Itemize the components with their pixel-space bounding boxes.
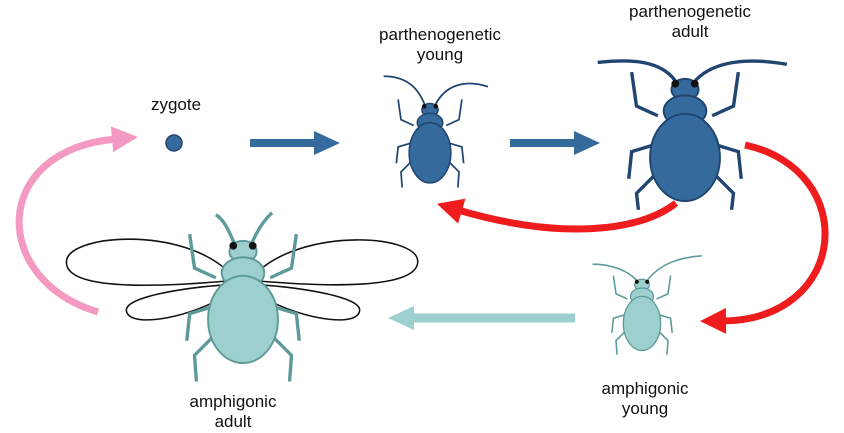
aphid-amphigonic-young-icon	[592, 255, 702, 355]
label-parthenogenetic-young-line2: young	[416, 45, 464, 64]
label-parthenogenetic-adult: parthenogenetic adult	[615, 2, 765, 42]
label-zygote: zygote	[146, 95, 206, 115]
label-amphigonic-young-line2: young	[621, 399, 669, 418]
label-parthenogenetic-young: parthenogenetic young	[365, 25, 515, 65]
aphid-parthenogenetic-adult-icon	[597, 59, 788, 211]
label-amphigonic-adult: amphigonic adult	[173, 392, 293, 432]
aphid-amphigonic-adult-winged-icon	[65, 211, 419, 382]
label-amphigonic-adult-line1: amphigonic	[189, 392, 277, 411]
label-amphigonic-adult-line2: adult	[214, 412, 252, 431]
arrow-adult-back-to-parthenogenetic-young	[436, 198, 679, 233]
label-amphigonic-young-line1: amphigonic	[601, 379, 689, 398]
label-parthenogenetic-adult-line2: adult	[671, 22, 709, 41]
label-amphigonic-young: amphigonic young	[585, 379, 705, 419]
aphid-parthenogenetic-young-icon	[383, 75, 489, 188]
arrow-amphigonic-adult-to-zygote	[15, 126, 138, 316]
label-zygote-text: zygote	[150, 95, 202, 114]
label-parthenogenetic-young-line1: parthenogenetic	[379, 25, 501, 44]
label-parthenogenetic-adult-line1: parthenogenetic	[629, 2, 751, 21]
arrow-adult-to-amphigonic-young	[700, 141, 829, 334]
zygote-dot-icon	[165, 134, 183, 152]
